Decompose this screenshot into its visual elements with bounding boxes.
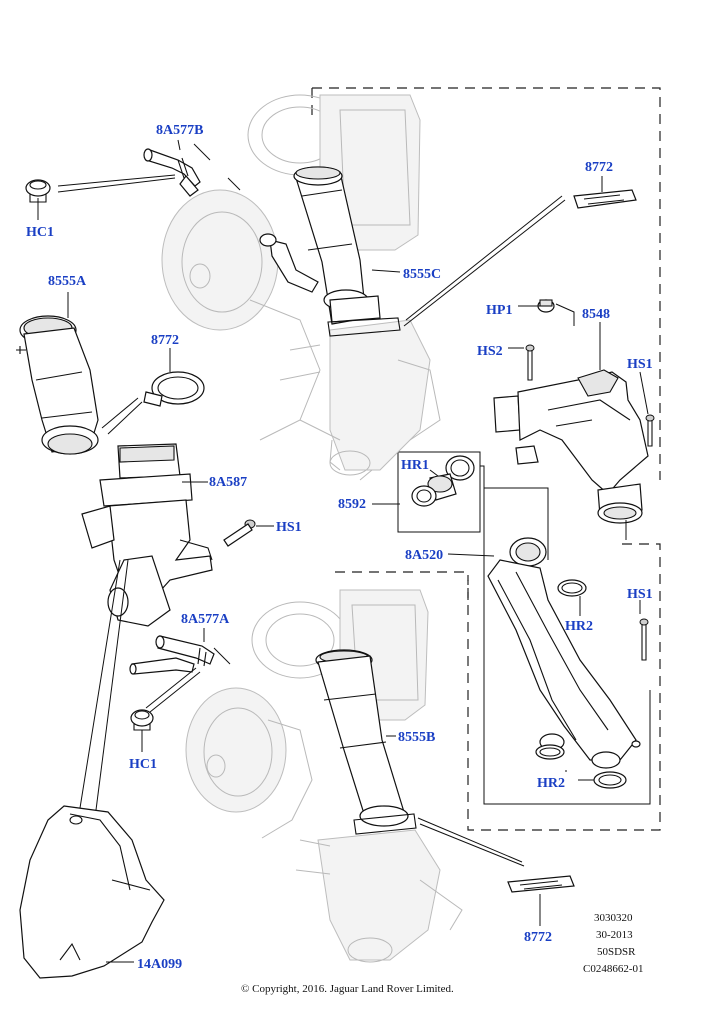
label-8772-bottom: 8772 [524,930,552,945]
label-8A577B: 8A577B [156,123,203,138]
label-HC1-top: HC1 [26,225,54,240]
reference-line-4: C0248662-01 [583,963,644,975]
label-8772-left: 8772 [151,333,179,348]
leaders-8555B [386,735,525,867]
copyright-notice: © Copyright, 2016. Jaguar Land Rover Lim… [241,983,454,995]
part-8555A [16,315,99,455]
reference-line-3: 50SDSR [597,946,636,958]
reference-line-1: 3030320 [594,912,633,924]
label-8A520: 8A520 [405,548,443,563]
leaders-8A577B [37,139,241,220]
label-8548: 8548 [582,307,610,322]
callout-labels: 8A577B HC1 8555A 8772 8A587 HS1 8555C 87… [26,123,653,972]
label-8555A: 8555A [48,274,87,289]
part-8555C [259,166,401,337]
reference-block: 3030320 30-2013 50SDSR C0248662-01 [583,912,644,975]
part-14A099 [19,805,165,979]
bolt-HP1 [537,299,555,313]
dashed-group-boxes [311,87,661,831]
leaders-8555A [67,292,143,435]
label-14A099: 14A099 [137,957,182,972]
label-8772-top: 8772 [585,160,613,175]
label-HP1: HP1 [486,303,512,318]
label-HR2-upper: HR2 [565,619,593,634]
part-8772-top [573,176,637,209]
label-HS1-lower: HS1 [627,587,653,602]
label-8592: 8592 [338,497,366,512]
bolt-HS1-lower [639,600,649,661]
part-8772-left [143,348,205,407]
part-8A577A [129,635,215,675]
label-HR2-lower: HR2 [537,776,565,791]
part-8A587 [81,443,213,627]
label-HS1-right: HS1 [627,357,653,372]
clip-HC1-top [25,179,51,203]
ghost-engine-top [161,94,441,481]
leaders-8A587 [79,481,274,811]
label-HS2: HS2 [477,344,503,359]
label-8555C: 8555C [403,267,441,282]
part-8A520 [447,537,641,789]
bolt-HS1-right [645,414,655,447]
part-8548 [493,369,649,524]
bolt-HS1-mid [223,519,256,547]
part-8772-bottom [507,875,575,926]
part-8A577B [143,148,201,197]
leaders-8A577A [141,628,231,752]
label-8A587: 8A587 [209,475,247,490]
leaders-8548 [508,303,649,540]
solid-boxes [397,451,651,805]
label-HC1-bottom: HC1 [129,757,157,772]
clip-HC1-bottom [130,709,154,731]
part-8592 [372,455,475,507]
part-8555B [315,649,417,835]
reference-line-2: 30-2013 [596,929,633,941]
label-8A577A: 8A577A [181,612,230,627]
label-8555B: 8555B [398,730,435,745]
label-HR1: HR1 [401,458,429,473]
ghost-engine-bottom [185,589,463,963]
bolt-HS2 [525,344,535,381]
label-HS1-mid: HS1 [276,520,302,535]
leaders-8555C [371,195,566,327]
